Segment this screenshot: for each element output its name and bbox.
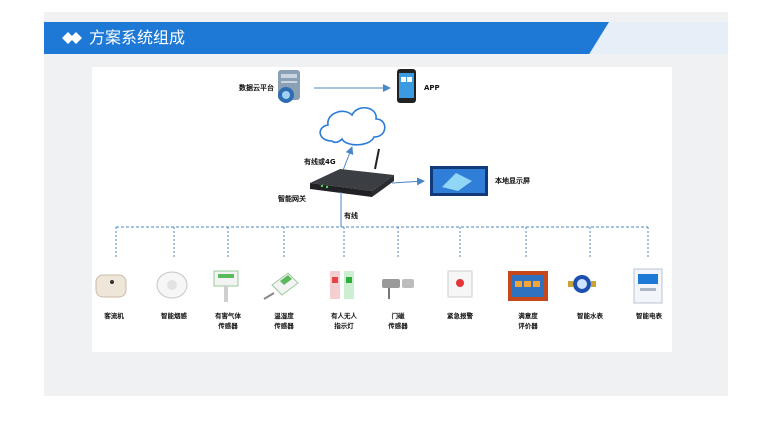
system-diagram: 数据云平台 APP 有线或4G 智能网关	[95, 69, 663, 330]
device-label-10: 智能电表	[636, 311, 663, 320]
diamond-icon	[62, 32, 82, 44]
gateway-to-display-arrow	[391, 177, 425, 186]
cloud-icon	[319, 107, 386, 146]
device-label-3a: 有害气体	[215, 311, 242, 320]
device-label-4b: 传感器	[273, 321, 294, 330]
local-display-label: 本地显示屏	[494, 176, 530, 185]
device-label-1: 客流机	[103, 311, 124, 320]
gateway-label: 智能网关	[278, 194, 306, 203]
satisfaction-evaluator-icon	[508, 271, 548, 301]
gas-sensor-icon	[213, 270, 239, 302]
temp-humidity-sensor-icon	[263, 272, 299, 300]
door-sensor-icon	[382, 279, 414, 299]
device-label-9: 智能水表	[577, 311, 604, 320]
link-cloud-label: 有线或4G	[304, 157, 336, 166]
device-labels: 客流机 智能烟感 有害气体 传感器 温湿度 传感器 有人无人 指示灯 门磁 传感…	[103, 311, 662, 330]
diagram-panel: 数据云平台 APP 有线或4G 智能网关	[92, 67, 672, 352]
device-label-3b: 传感器	[217, 321, 238, 330]
device-drop-lines	[115, 227, 649, 259]
device-label-7: 紧急报警	[447, 311, 474, 320]
cloud-platform-label: 数据云平台	[239, 83, 274, 92]
occupancy-indicator-icon	[330, 271, 354, 299]
water-meter-icon	[568, 275, 596, 293]
emergency-alarm-icon	[447, 270, 473, 298]
cloud-platform-server-icon	[278, 70, 300, 103]
device-label-5a: 有人无人	[331, 311, 358, 320]
gateway-to-cloud-arrow	[341, 146, 354, 174]
phone-icon	[397, 69, 416, 103]
electric-meter-icon	[633, 268, 663, 304]
page-title: 方案系统组成	[89, 28, 186, 47]
device-label-4a: 温湿度	[274, 311, 294, 320]
device-label-2: 智能烟感	[161, 311, 188, 320]
local-display-screen-icon	[430, 166, 488, 196]
device-label-6a: 门磁	[392, 311, 406, 320]
device-label-8b: 评价器	[518, 321, 538, 330]
app-label: APP	[424, 84, 440, 92]
smoke-detector-icon	[156, 271, 188, 299]
bus-label: 有线	[344, 211, 358, 220]
device-label-8a: 满意度	[518, 311, 538, 320]
device-label-5b: 指示灯	[334, 321, 354, 330]
header-bar	[44, 22, 609, 54]
device-label-6b: 传感器	[387, 321, 408, 330]
people-counter-icon	[95, 274, 127, 298]
gateway-router-icon	[310, 148, 394, 197]
